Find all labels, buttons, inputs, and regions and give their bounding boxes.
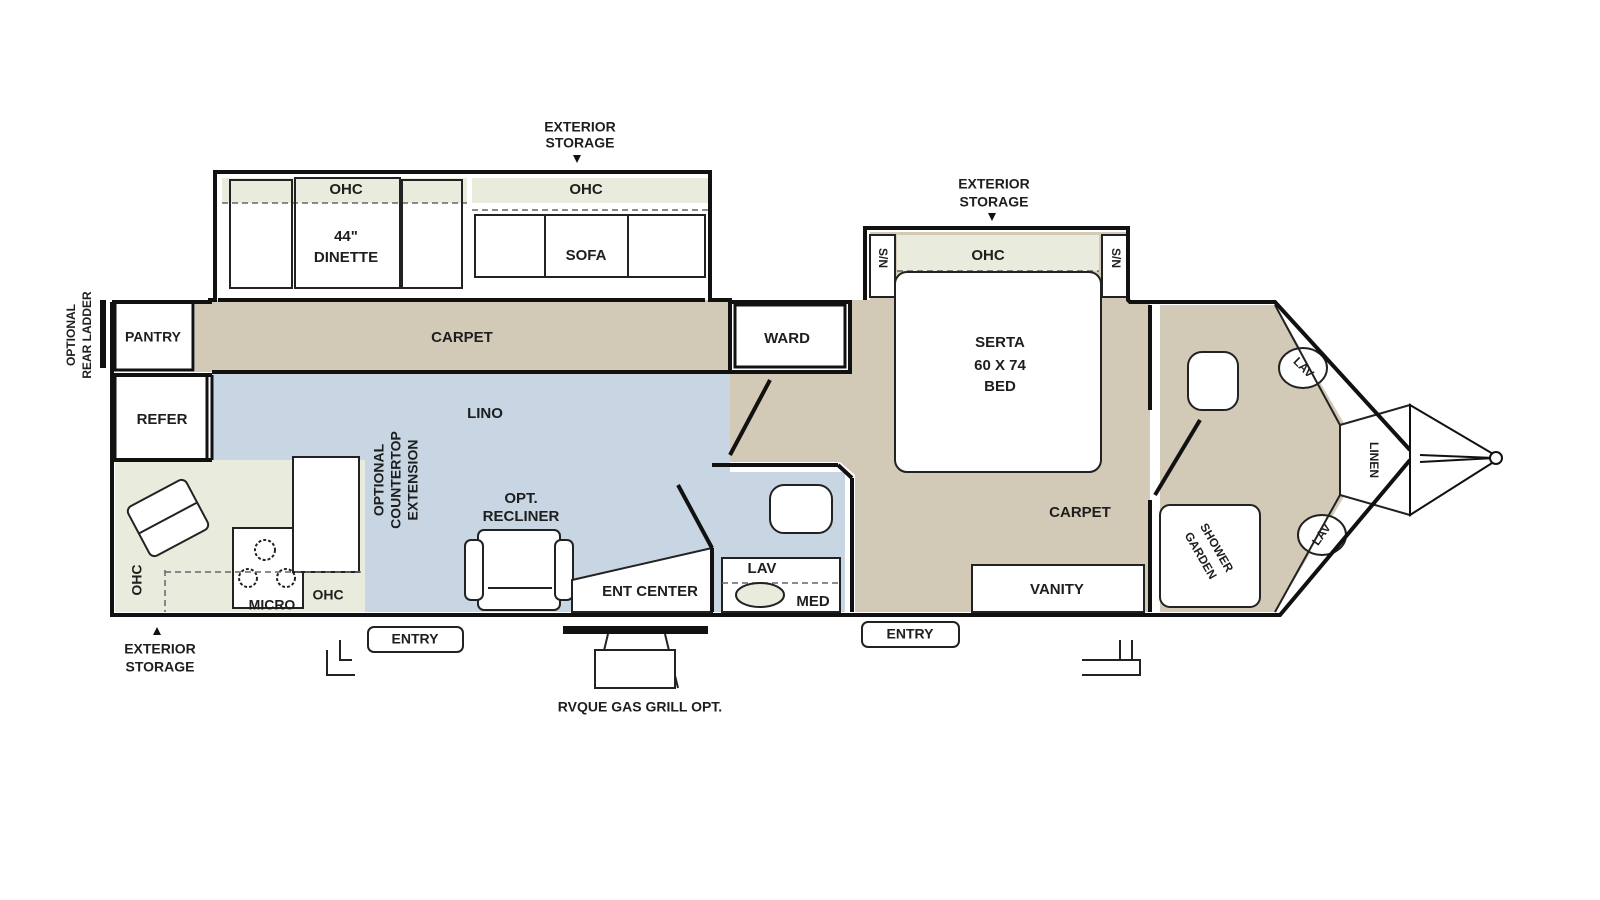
linen-label: LINEN (1367, 442, 1381, 478)
optional-rear-ladder-label: REAR LADDER (80, 291, 94, 379)
exterior-storage-right-label: EXTERIOR (958, 176, 1030, 192)
countertop-extension (292, 456, 360, 573)
dinette-ohc-label: OHC (329, 181, 363, 198)
bedroom-ohc-strip (897, 235, 1099, 271)
bed-label: 60 X 74 (974, 357, 1026, 374)
arrow-down-icon (573, 155, 581, 163)
rear-ladder-icon (100, 300, 106, 368)
recliner-label: RECLINER (483, 508, 560, 525)
hitch (1409, 403, 1503, 517)
exterior-storage-bottom-label: STORAGE (126, 659, 195, 675)
burner-icon (238, 568, 258, 588)
micro-label: MICRO (249, 597, 296, 613)
sofa-ohc-label: OHC (569, 181, 603, 198)
exterior-storage-top-label: EXTERIOR (544, 119, 616, 135)
dinette-table (294, 177, 401, 289)
kitchen-sink (126, 478, 210, 558)
dinette-bench-right (401, 179, 463, 289)
bedroom-ohc-label: OHC (971, 247, 1005, 264)
burner-icon (254, 539, 276, 561)
dinette-label: 44" (334, 228, 358, 245)
lino-label: LINO (467, 405, 503, 422)
arrow-down-icon (988, 213, 996, 221)
grill-icon (594, 649, 676, 689)
pantry-label: PANTRY (125, 329, 182, 345)
sn-left-label: S/N (876, 248, 890, 268)
bed-label: SERTA (975, 334, 1025, 351)
bedroom-carpet-label: CARPET (1049, 504, 1111, 521)
front-toilet-icon (1187, 351, 1239, 411)
entry-steps (326, 621, 1141, 676)
sn-left-box (869, 234, 896, 298)
dinette-bench-left (229, 179, 293, 289)
entry-left-label: ENTRY (392, 631, 440, 647)
vanity-label: VANITY (1030, 581, 1084, 598)
sofa-frame (474, 214, 706, 278)
slide-carpet-area (195, 300, 730, 372)
garden-shower-box (1159, 504, 1261, 608)
countertop-extension-label: OPTIONAL (371, 443, 387, 516)
kitchen-ohc-label: OHC (312, 587, 343, 603)
dinette-label: DINETTE (314, 249, 378, 266)
bedroom (869, 234, 1152, 613)
living-furniture (464, 529, 713, 613)
bath-ward (676, 303, 854, 613)
optional-rear-ladder-label: OPTIONAL (64, 304, 78, 366)
slide-furniture (222, 177, 708, 289)
entry-left-door (367, 626, 464, 653)
vanity-box (971, 564, 1145, 613)
entry-right-label: ENTRY (887, 626, 935, 642)
burner-icon (276, 568, 296, 588)
kitchen-ohc-side-label: OHC (129, 564, 145, 595)
countertop-extension-label: COUNTERTOP (388, 431, 404, 529)
bath-lav-label: LAV (748, 560, 777, 577)
sn-right-label: S/N (1109, 248, 1123, 268)
bed (894, 271, 1102, 473)
countertop-extension-label: EXTENSION (405, 440, 421, 521)
dinette-ohc-strip (222, 178, 467, 203)
step-icon (326, 650, 355, 676)
exterior-storage-bottom-label: EXTERIOR (124, 641, 196, 657)
exterior-storage-right-label: STORAGE (960, 194, 1029, 210)
slide-carpet-label: CARPET (431, 329, 493, 346)
step-icon (1082, 659, 1141, 676)
pantry-box (113, 300, 195, 372)
grill-mount-bar (563, 626, 708, 634)
gas-grill-label: RVQUE GAS GRILL OPT. (558, 699, 722, 715)
outer-walls (110, 170, 1412, 617)
arrow-up-icon (153, 627, 161, 635)
sofa-label: SOFA (566, 247, 607, 264)
med-label: MED (796, 593, 830, 610)
ward-label: WARD (764, 330, 810, 347)
lav-sink-icon (735, 582, 785, 608)
hitch-coupler-icon (1489, 451, 1503, 465)
sofa-ohc-strip (472, 178, 708, 203)
recliner-label: OPT. (504, 490, 537, 507)
entry-right-door (861, 621, 960, 648)
toilet-icon (769, 484, 833, 534)
recliner-icon (464, 529, 574, 611)
ent-center-label: ENT CENTER (602, 583, 698, 600)
refer-label: REFER (137, 411, 188, 428)
bed-label: BED (984, 378, 1016, 395)
gas-grill (563, 626, 708, 689)
ward-box (733, 303, 847, 369)
exterior-storage-top-label: STORAGE (546, 135, 615, 151)
